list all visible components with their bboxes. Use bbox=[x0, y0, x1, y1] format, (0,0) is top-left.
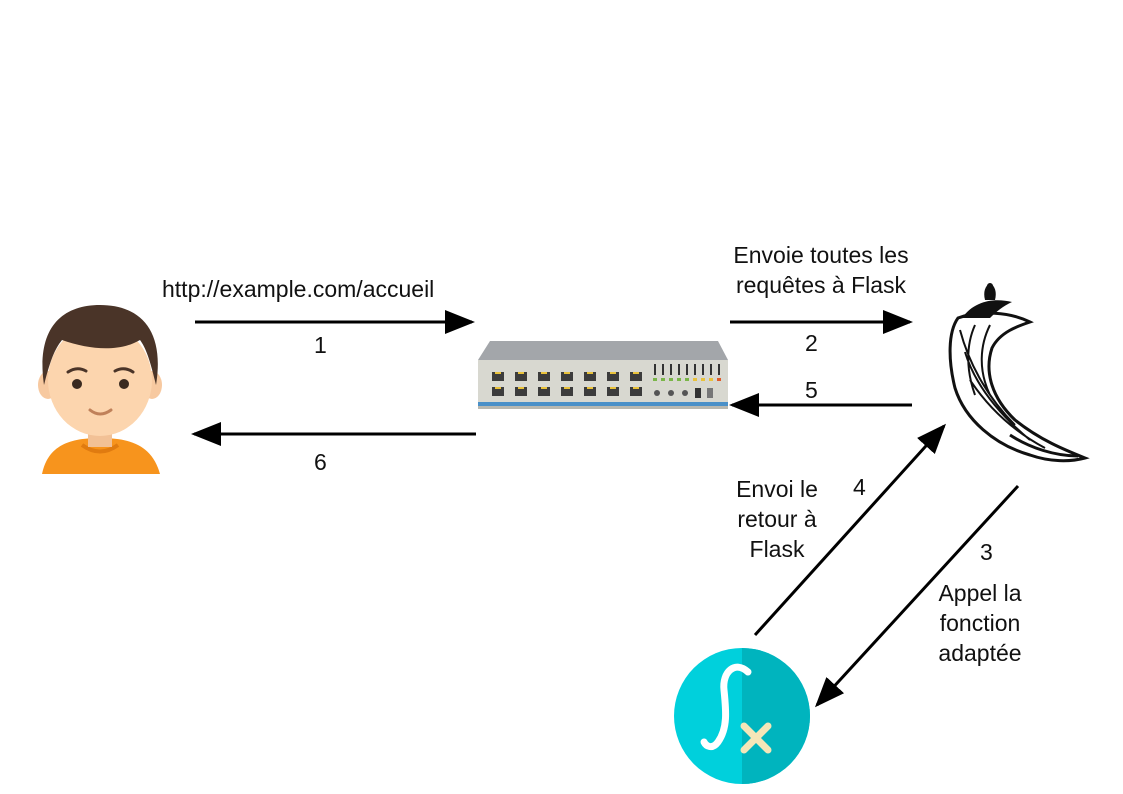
function-icon bbox=[674, 648, 810, 784]
call-label-line: adaptée bbox=[938, 640, 1022, 666]
flask-horn-logo bbox=[948, 283, 1090, 463]
to-flask-label-line: Envoie toutes les bbox=[733, 242, 909, 268]
step-number-1: 1 bbox=[314, 332, 327, 358]
return-label-line: Flask bbox=[749, 536, 805, 562]
arrow-3 bbox=[814, 484, 1020, 708]
call-label-line: Appel la bbox=[938, 580, 1022, 606]
step-number-4: 4 bbox=[853, 474, 866, 500]
url-label: http://example.com/accueil bbox=[162, 276, 435, 302]
return-label-line: Envoi le bbox=[736, 476, 818, 502]
to-flask-label: Envoie toutes les requêtes à Flask bbox=[715, 240, 927, 300]
return-label: Envoi le retour à Flask bbox=[722, 474, 832, 564]
arrow-4 bbox=[753, 423, 947, 637]
step-number-3: 3 bbox=[980, 539, 993, 565]
return-label-line: retour à bbox=[737, 506, 817, 532]
web-server-switch-icon bbox=[478, 341, 728, 409]
step-number-2: 2 bbox=[805, 330, 818, 356]
call-label: Appel la fonction adaptée bbox=[928, 578, 1032, 668]
to-flask-label-line: requêtes à Flask bbox=[735, 272, 907, 298]
call-label-line: fonction bbox=[939, 610, 1021, 636]
step-number-6: 6 bbox=[314, 449, 327, 475]
user-avatar-icon bbox=[38, 305, 162, 474]
step-number-5: 5 bbox=[805, 377, 818, 403]
